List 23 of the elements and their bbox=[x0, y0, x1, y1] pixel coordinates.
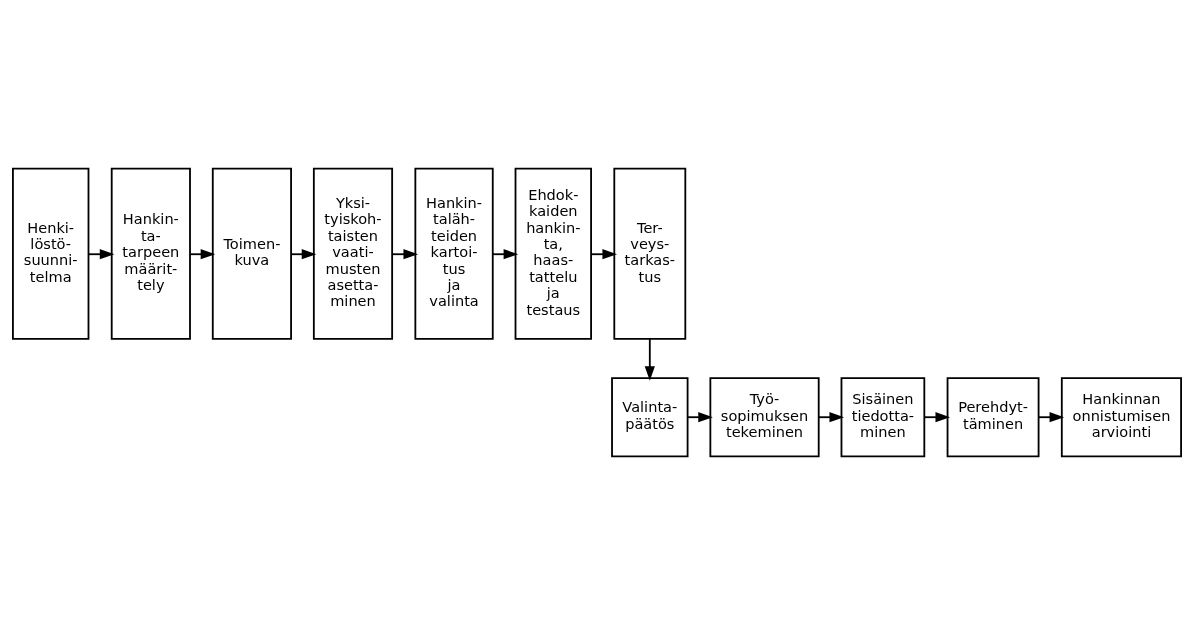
arrow bbox=[189, 249, 216, 260]
arrow bbox=[644, 338, 655, 381]
node-box: Perehdyt- täminen bbox=[946, 377, 1040, 458]
node-box: Työ- sopimuksen tekeminen bbox=[709, 377, 820, 458]
arrow bbox=[686, 412, 713, 423]
node-box: Hankin- taläh- teiden kartoi- tus ja valinta bbox=[414, 167, 494, 340]
arrow bbox=[817, 412, 845, 423]
node-box: Yksi- tyiskoh- taisten vaati- musten asetta- minen bbox=[312, 167, 394, 340]
node-box: Valinta- päätös bbox=[611, 377, 689, 458]
arrow bbox=[87, 249, 115, 260]
arrow bbox=[492, 249, 519, 260]
node-box: Toimen- kuva bbox=[211, 167, 292, 340]
node-box: Sisäinen tiedotta- minen bbox=[840, 377, 926, 458]
arrow bbox=[290, 249, 317, 260]
arrow bbox=[391, 249, 419, 260]
arrow bbox=[1037, 412, 1065, 423]
node-box: Hankinnan onnistumisen arviointi bbox=[1060, 377, 1182, 458]
node-box: Ehdok- kaiden hankin- ta, haas- tattelu ja testaus bbox=[514, 167, 592, 340]
node-box: Ter- veys- tarkas- tus bbox=[613, 167, 687, 340]
node-box: Henki- löstö- suunni- telma bbox=[12, 167, 90, 340]
node-box: Hankin- ta- tarpeen määrit- tely bbox=[110, 167, 191, 340]
arrow bbox=[923, 412, 951, 423]
arrow bbox=[590, 249, 617, 260]
